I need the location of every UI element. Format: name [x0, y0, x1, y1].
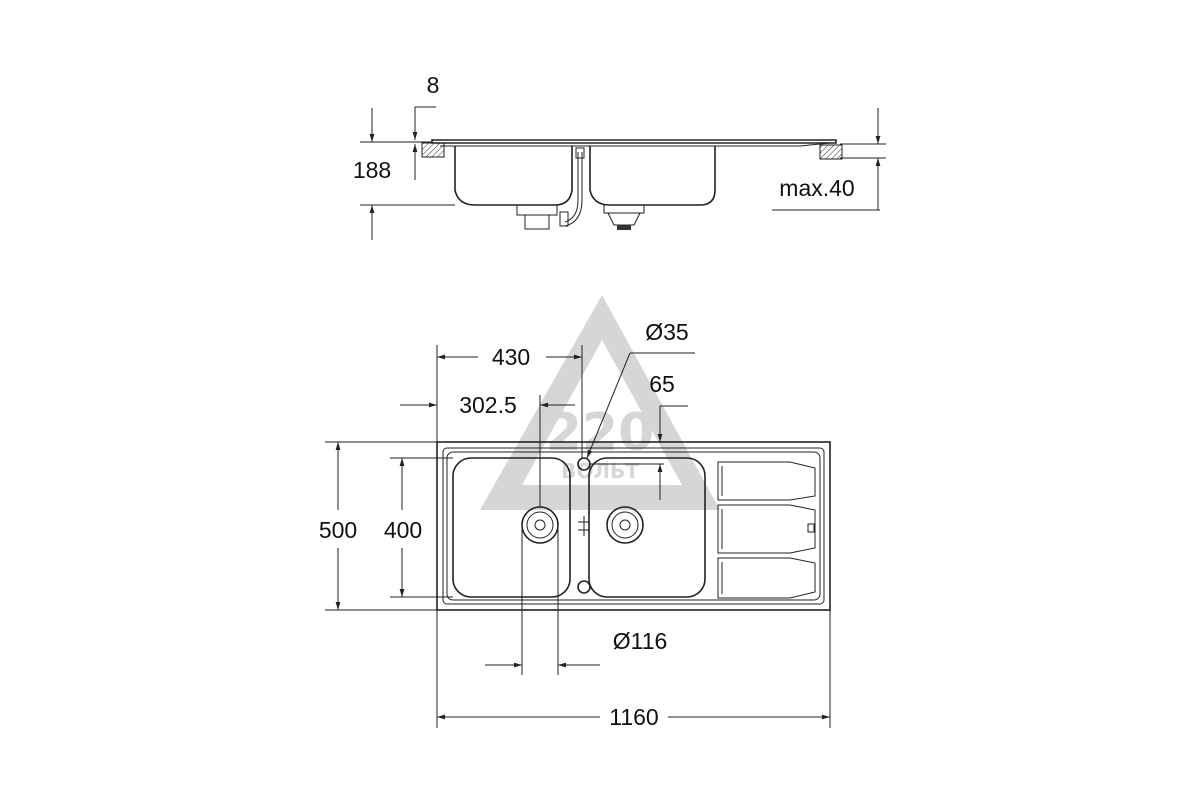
dim-overall-width: 1160	[609, 704, 658, 730]
dim-tap-hole-from-edge: 65	[649, 371, 675, 397]
left-drain	[521, 506, 559, 544]
svg-text:ВОЛЬТ: ВОЛЬТ	[561, 459, 639, 483]
drainboard-grooves	[717, 461, 816, 599]
dim-worktop-max40: max.40	[779, 175, 854, 201]
dim-tap-hole-offset: 430	[492, 344, 530, 370]
overflow	[577, 580, 591, 594]
watermark-logo: 220 ВОЛЬТ	[480, 295, 720, 510]
right-drain	[606, 506, 644, 544]
dim-drain-offset: 302.5	[459, 392, 517, 418]
left-bowl	[452, 457, 571, 598]
side-view: 188 8 max.40	[353, 72, 886, 240]
dim-tap-hole-diameter: Ø35	[645, 319, 688, 345]
dim-overall-depth: 500	[319, 517, 357, 543]
right-bowl	[588, 457, 706, 598]
dim-drain-diameter: Ø116	[613, 628, 668, 654]
svg-text:220: 220	[546, 403, 655, 463]
dim-flange-8: 8	[427, 72, 440, 98]
plan-view: 500 400 430 302.5 Ø35 65 Ø116	[319, 319, 831, 730]
dim-bowl-depth: 400	[384, 517, 422, 543]
dim-depth-188: 188	[353, 157, 391, 183]
